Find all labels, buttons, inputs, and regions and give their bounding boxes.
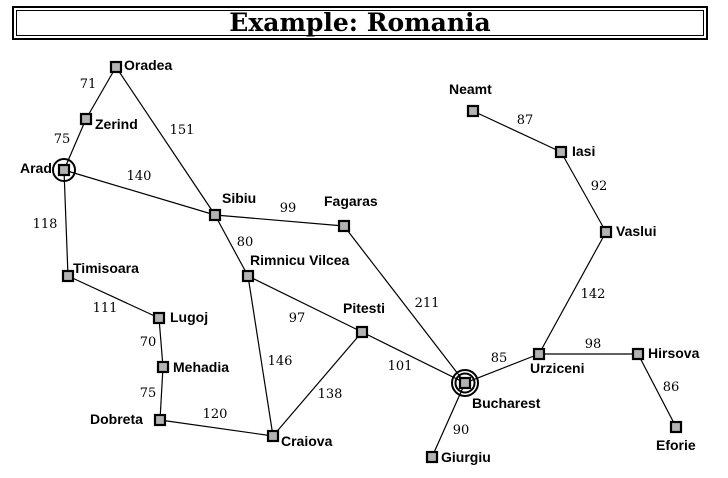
distance-label: 70: [140, 335, 157, 350]
distance-label: 85: [491, 351, 508, 366]
city-label-rimnicu: Rimnicu Vilcea: [250, 252, 350, 268]
distance-label: 75: [54, 132, 71, 147]
city-label-urziceni: Urziceni: [530, 360, 584, 376]
city-label-bucharest: Bucharest: [472, 395, 541, 411]
road-iasi-neamt: [472, 110, 562, 153]
road-arad-zerind: [63, 118, 87, 171]
city-nodes: [52, 60, 683, 464]
city-node-pitesti: [355, 325, 369, 339]
city-node-lugoj: [152, 311, 166, 325]
city-node-urziceni: [532, 347, 546, 361]
road-fagaras-bucharest: [343, 225, 466, 384]
distance-label: 151: [170, 123, 195, 138]
city-node-bucharest: [458, 376, 472, 390]
city-label-giurgiu: Giurgiu: [441, 449, 491, 465]
city-node-fagaras: [337, 219, 351, 233]
start-marker-icon: [52, 158, 76, 182]
road-arad-sibiu: [63, 169, 216, 216]
city-label-timisoara: Timisoara: [73, 260, 139, 276]
distance-label: 80: [237, 235, 254, 250]
distance-label: 146: [268, 354, 293, 369]
city-label-pitesti: Pitesti: [343, 300, 385, 316]
city-node-vaslui: [599, 225, 613, 239]
road-mehadia-dobreta: [159, 366, 164, 421]
city-node-giurgiu: [425, 450, 439, 464]
distance-label: 98: [585, 337, 602, 352]
distance-label: 75: [140, 386, 157, 401]
distance-label: 118: [33, 217, 58, 232]
road-craiova-pitesti: [272, 331, 363, 437]
city-label-arad: Arad: [20, 160, 52, 176]
city-node-dobreta: [153, 413, 167, 427]
distance-label: 86: [663, 380, 680, 395]
city-label-fagaras: Fagaras: [324, 193, 378, 209]
distance-label: 142: [581, 287, 606, 302]
distance-label: 111: [93, 301, 118, 316]
city-label-eforie: Eforie: [656, 437, 696, 453]
distance-label: 140: [127, 169, 152, 184]
distance-label: 87: [517, 113, 534, 128]
road-hirsova-eforie: [637, 353, 677, 428]
city-node-arad: [57, 163, 71, 177]
distance-labels: 75 71 151 140 118 111 70 75 120 99 80 97 146 138 211 10…: [33, 77, 680, 438]
distance-label: 90: [453, 423, 470, 438]
road-pitesti-bucharest: [361, 331, 466, 384]
city-node-neamt: [466, 104, 480, 118]
goal-marker-inner-icon: [454, 372, 476, 394]
road-zerind-oradea: [85, 66, 117, 120]
distance-label: 71: [80, 77, 97, 92]
goal-marker-outer-icon: [451, 369, 479, 397]
city-node-sibiu: [208, 208, 222, 222]
city-node-oradea: [109, 60, 123, 74]
city-node-rimnicu: [241, 269, 255, 283]
city-label-mehadia: Mehadia: [173, 359, 229, 375]
road-sibiu-rimnicu: [214, 214, 249, 277]
city-node-zerind: [79, 112, 93, 126]
distance-label: 101: [388, 359, 413, 374]
city-label-iasi: Iasi: [572, 143, 595, 159]
distance-label: 97: [289, 311, 306, 326]
city-labels: OradeaZerindAradTimisoaraLugojMehadiaDob…: [20, 57, 700, 465]
city-node-timisoara: [61, 269, 75, 283]
road-oradea-sibiu: [115, 66, 216, 216]
distance-label: 99: [280, 201, 297, 216]
distance-label: 211: [415, 296, 440, 311]
city-label-craiova: Craiova: [281, 433, 333, 449]
city-node-iasi: [554, 145, 568, 159]
title-frame: Example: Romania: [12, 6, 708, 40]
road-vaslui-iasi: [560, 151, 607, 233]
city-node-hirsova: [631, 347, 645, 361]
road-sibiu-fagaras: [214, 214, 345, 227]
city-label-vaslui: Vaslui: [616, 223, 656, 239]
road-rimnicu-pitesti: [247, 275, 363, 333]
city-node-mehadia: [156, 360, 170, 374]
city-label-neamt: Neamt: [449, 81, 492, 97]
city-label-lugoj: Lugoj: [170, 309, 208, 325]
city-label-zerind: Zerind: [95, 116, 138, 132]
road-urziceni-vaslui: [538, 231, 607, 355]
distance-label: 120: [203, 407, 228, 422]
city-label-dobreta: Dobreta: [90, 411, 143, 427]
city-label-hirsova: Hirsova: [648, 345, 700, 361]
city-node-eforie: [669, 420, 683, 434]
road-timisoara-lugoj: [67, 275, 160, 319]
road-dobreta-craiova: [159, 419, 274, 437]
road-lugoj-mehadia: [158, 317, 164, 368]
distance-label: 138: [318, 387, 343, 402]
city-label-oradea: Oradea: [124, 57, 172, 73]
road-rimnicu-craiova: [247, 275, 274, 437]
city-label-sibiu: Sibiu: [222, 190, 256, 206]
distance-label: 92: [591, 179, 608, 194]
road-arad-timisoara: [63, 169, 69, 277]
city-node-craiova: [266, 429, 280, 443]
